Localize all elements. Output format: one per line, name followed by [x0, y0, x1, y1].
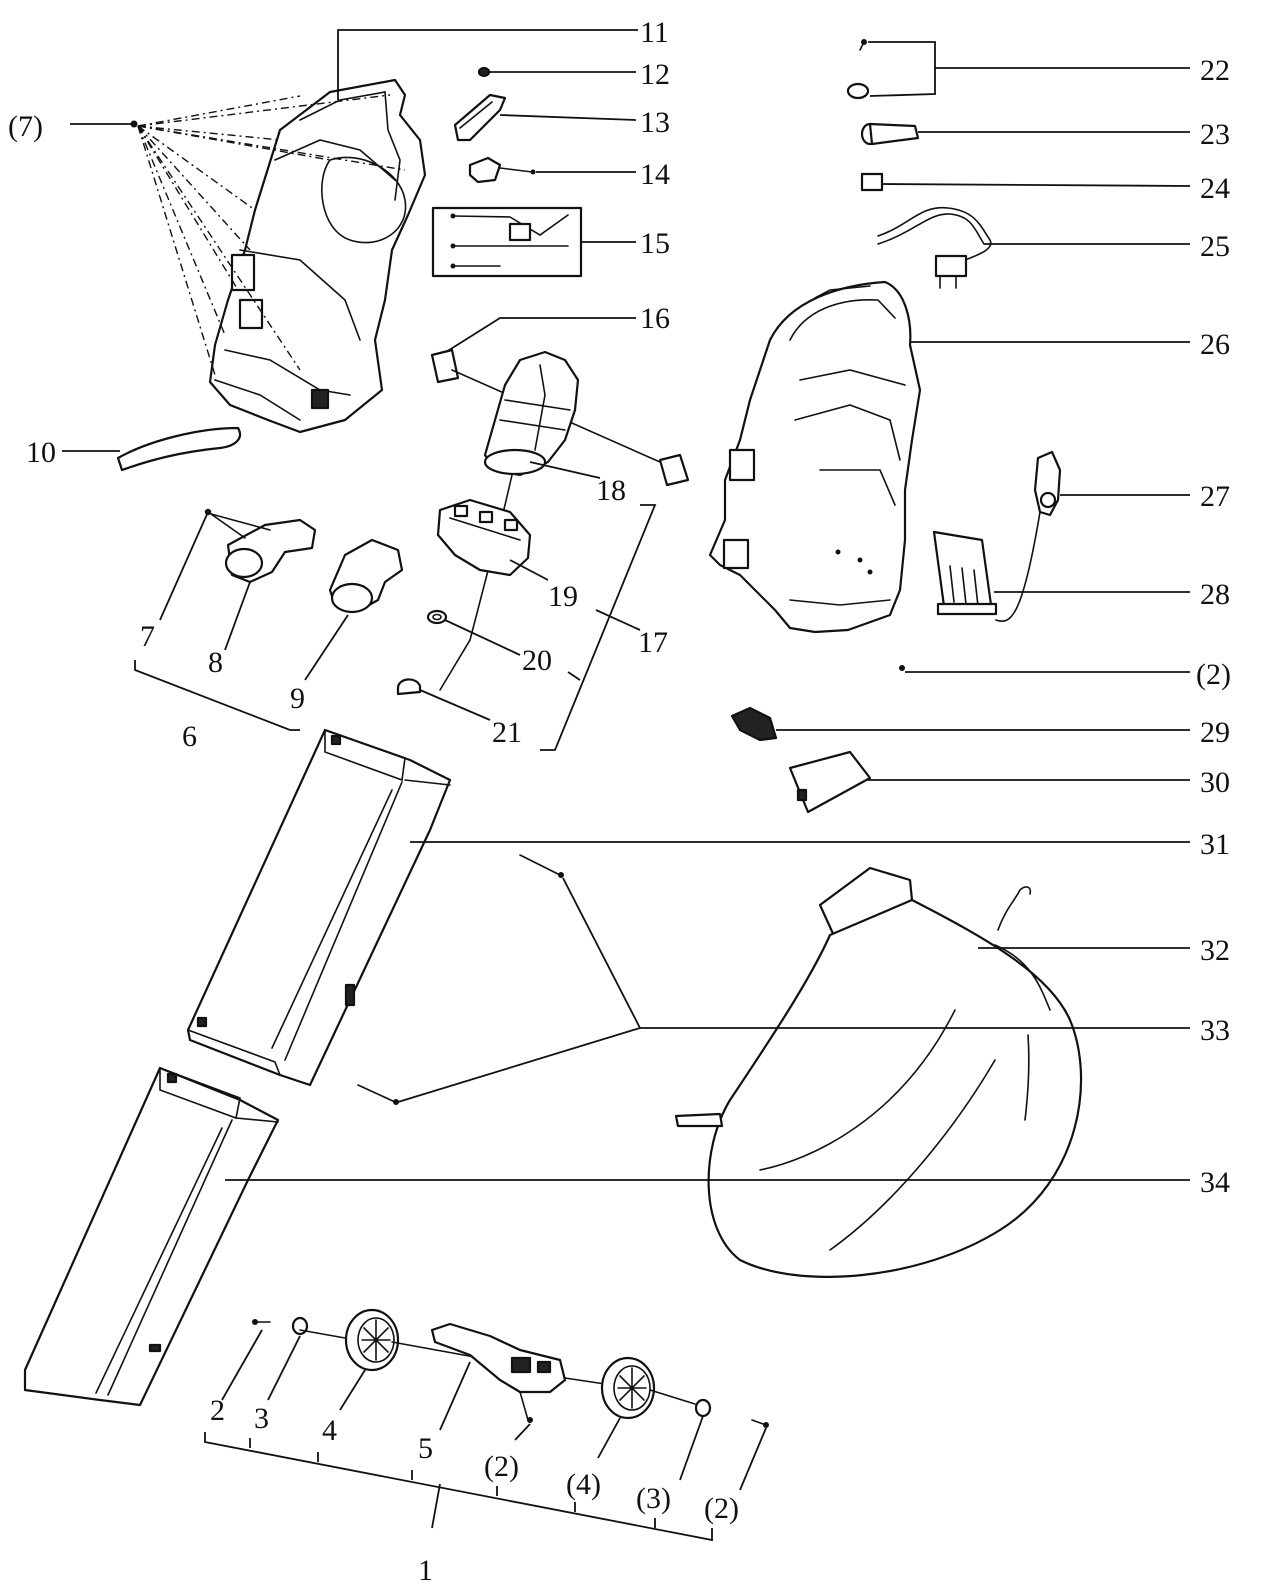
right-wheel-screw-part — [751, 1419, 769, 1428]
label-9: 9 — [290, 682, 305, 715]
label-6: 6 — [182, 720, 197, 753]
wheel-bracket-part — [430, 1322, 606, 1423]
lower-tube-part — [23, 1066, 280, 1407]
label-32: 32 — [1200, 934, 1230, 967]
label-1: 1 — [418, 1554, 433, 1587]
label-ref-2-a: (2) — [484, 1450, 519, 1483]
carbon-brush-part — [430, 348, 690, 487]
label-15: 15 — [640, 227, 670, 260]
cord-clamp-part — [860, 172, 884, 192]
small-screw-part — [477, 66, 491, 78]
collection-bag-part — [674, 866, 1083, 1278]
label-30: 30 — [1200, 766, 1230, 799]
label-23: 23 — [1200, 118, 1230, 151]
label-10: 10 — [26, 436, 56, 469]
label-24: 24 — [1200, 172, 1230, 205]
upper-tube-part — [186, 728, 452, 1087]
left-housing-part — [208, 78, 427, 434]
label-18: 18 — [596, 474, 626, 507]
label-33: 33 — [1200, 1014, 1230, 1047]
outlet-part — [204, 508, 317, 584]
label-29: 29 — [1200, 716, 1230, 749]
label-13: 13 — [640, 106, 670, 139]
label-34: 34 — [1200, 1166, 1230, 1199]
switch-part — [468, 156, 536, 184]
motor-part — [439, 350, 580, 691]
power-cord-part — [877, 206, 992, 289]
label-7: 7 — [140, 620, 155, 653]
pin-parts — [357, 854, 564, 1105]
cord-sleeve-part — [860, 122, 920, 146]
block-part — [788, 750, 872, 814]
label-25: 25 — [1200, 230, 1230, 263]
label-17: 17 — [638, 626, 668, 659]
label-2: 2 — [210, 1394, 225, 1427]
label-ref-2-b: (2) — [704, 1492, 739, 1525]
label-31: 31 — [1200, 828, 1230, 861]
label-ref-2-right: (2) — [1196, 658, 1231, 691]
label-21: 21 — [492, 716, 522, 749]
small-switch-part — [730, 706, 778, 742]
left-wheel-part — [344, 1308, 481, 1372]
label-ref-4: (4) — [566, 1468, 601, 1501]
axle-nut-part — [291, 1316, 346, 1339]
clip-part — [453, 93, 507, 142]
label-5: 5 — [418, 1432, 433, 1465]
label-28: 28 — [1200, 578, 1230, 611]
wheel-screw-part — [252, 1319, 271, 1325]
label-14: 14 — [640, 158, 670, 191]
latch-part — [1033, 450, 1062, 517]
nut-part — [426, 609, 448, 625]
elbow-part — [328, 538, 404, 614]
label-12: 12 — [640, 58, 670, 91]
right-housing-part — [708, 280, 922, 634]
label-22: 22 — [1200, 54, 1230, 87]
label-16: 16 — [640, 302, 670, 335]
cap-part — [396, 678, 422, 696]
label-26: 26 — [1200, 328, 1230, 361]
label-4: 4 — [322, 1414, 337, 1447]
strap-part — [116, 426, 242, 472]
leader-lines — [62, 29, 1191, 1542]
part-number-labels: 11 12 13 14 15 16 (7) 10 18 19 17 20 21 … — [8, 16, 1231, 1587]
impeller-mount-part — [436, 498, 532, 577]
label-27: 27 — [1200, 480, 1230, 513]
label-19: 19 — [548, 580, 578, 613]
label-3: 3 — [254, 1402, 269, 1435]
screw-and-nut-part — [846, 39, 870, 100]
label-ref-7: (7) — [8, 110, 43, 143]
wire-set-box — [431, 206, 583, 278]
right-axle-nut-part — [694, 1398, 712, 1418]
label-ref-3: (3) — [636, 1482, 671, 1515]
label-8: 8 — [208, 646, 223, 679]
flap-part — [899, 511, 1041, 671]
label-20: 20 — [522, 644, 552, 677]
right-wheel-part — [600, 1356, 696, 1420]
screw-leader-fan — [130, 94, 406, 376]
label-11: 11 — [640, 16, 669, 49]
